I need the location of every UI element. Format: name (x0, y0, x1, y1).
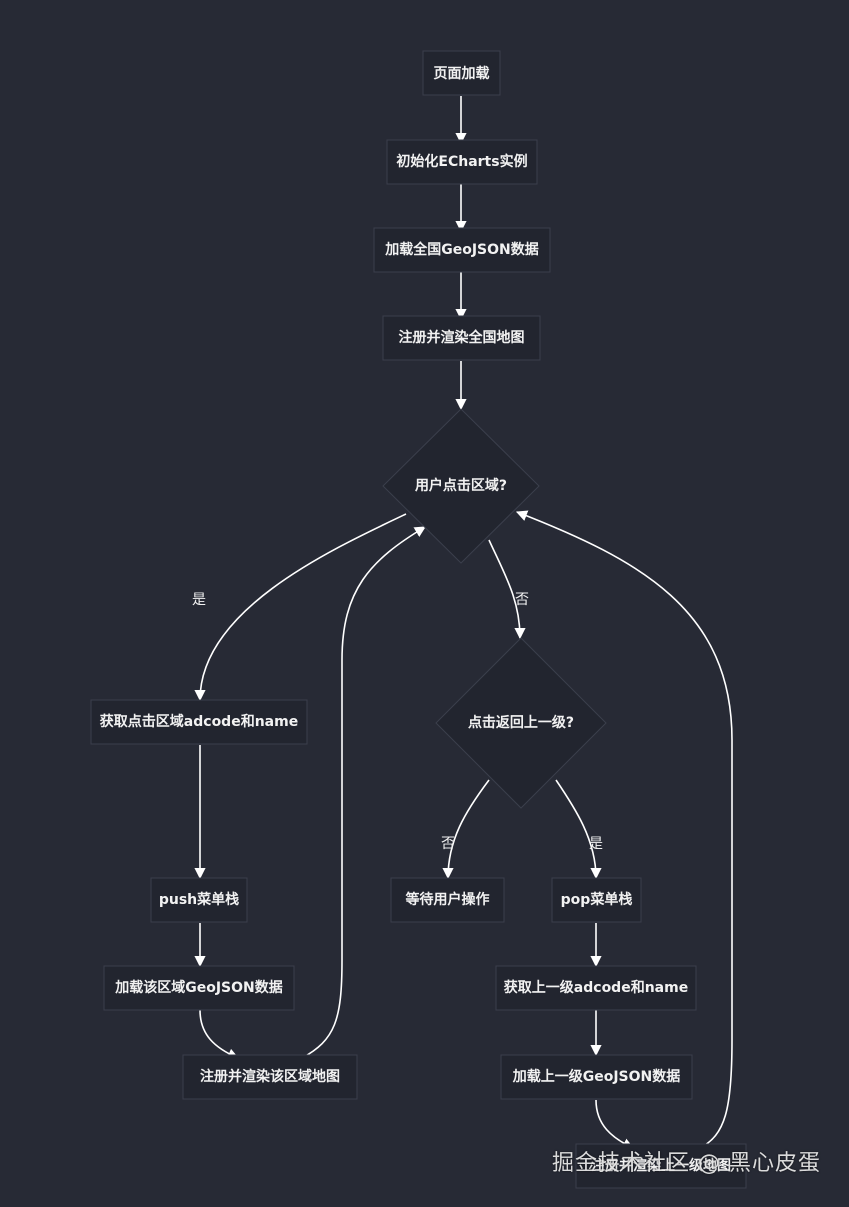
edge-click-yes-to-get-adcode (194, 513, 407, 702)
node-load-national-geojson: 加载全国GeoJSON数据 (373, 227, 551, 273)
node-push-menu-stack: push菜单栈 (150, 877, 248, 923)
watermark: 掘金技术社区 @ 黑心皮蛋 (552, 1151, 821, 1176)
node-init-echarts-label: 初始化ECharts实例 (396, 153, 527, 170)
node-init-echarts: 初始化ECharts实例 (386, 139, 538, 185)
node-register-parent-map: 注册并渲染上一级地图 (575, 1143, 747, 1189)
node-click-back-decision-label: 点击返回上一级? (468, 714, 574, 731)
edge-label-click-yes: 是 (192, 592, 206, 608)
node-load-region-geojson: 加载该区域GeoJSON数据 (103, 965, 295, 1011)
edge-load-parent-to-register-parent (595, 1099, 635, 1149)
edge-back-yes-to-pop (555, 779, 602, 880)
node-page-load-label: 页面加载 (434, 65, 490, 82)
node-load-national-geojson-label: 加载全国GeoJSON数据 (384, 241, 539, 258)
node-register-national-map-label: 注册并渲染全国地图 (399, 329, 525, 346)
edge-label-back-no: 否 (441, 836, 455, 852)
edge-register-region-back-to-click (301, 526, 426, 1059)
node-wait-user-label: 等待用户操作 (406, 891, 490, 908)
node-user-click-decision-label: 用户点击区域? (415, 477, 507, 494)
node-load-region-geojson-label: 加载该区域GeoJSON数据 (114, 979, 283, 996)
edge-click-no-to-back-decision (488, 539, 526, 640)
node-click-back-decision: 点击返回上一级? (435, 637, 607, 809)
node-register-parent-map-label: 注册并渲染上一级地图 (591, 1157, 731, 1174)
node-push-menu-stack-label: push菜单栈 (159, 891, 239, 908)
node-wait-user: 等待用户操作 (390, 877, 505, 923)
node-get-parent-adcode-label: 获取上一级adcode和name (504, 979, 688, 996)
node-get-adcode-name: 获取点击区域adcode和name (90, 699, 308, 745)
node-get-parent-adcode: 获取上一级adcode和name (495, 965, 697, 1011)
node-register-national-map: 注册并渲染全国地图 (382, 315, 541, 361)
node-pop-menu-stack: pop菜单栈 (551, 877, 642, 923)
edge-label-click-no: 否 (515, 592, 529, 608)
node-register-region-map: 注册并渲染该区域地图 (182, 1054, 358, 1100)
edges (194, 96, 733, 1149)
node-load-parent-geojson-label: 加载上一级GeoJSON数据 (512, 1068, 681, 1085)
node-pop-menu-stack-label: pop菜单栈 (561, 891, 633, 908)
node-user-click-decision: 用户点击区域? (382, 408, 540, 564)
edge-back-no-to-wait (442, 779, 490, 880)
node-page-load: 页面加载 (422, 50, 501, 96)
edge-labels: 是 否 否 是 (192, 592, 603, 852)
edge-register-parent-back-to-click (515, 510, 733, 1149)
node-load-parent-geojson: 加载上一级GeoJSON数据 (500, 1054, 693, 1100)
edge-load-region-to-register-region (199, 1009, 240, 1060)
edge-label-back-yes: 是 (589, 836, 603, 852)
node-register-region-map-label: 注册并渲染该区域地图 (200, 1068, 340, 1085)
node-get-adcode-name-label: 获取点击区域adcode和name (100, 713, 298, 730)
